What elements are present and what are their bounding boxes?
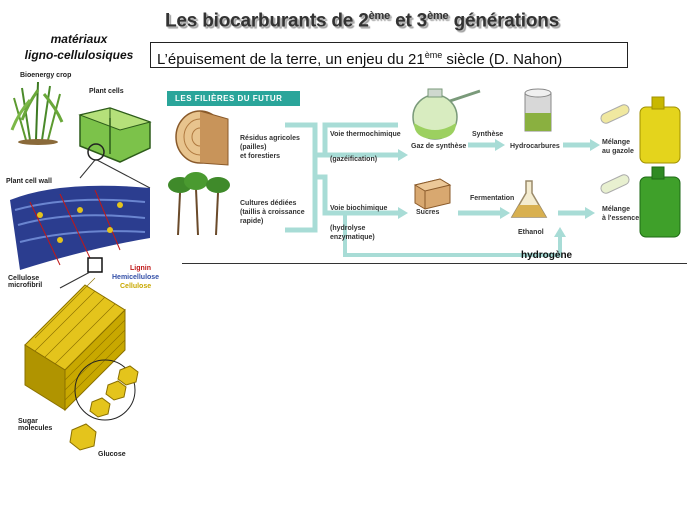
hemicellulose-label: Hemicellulose <box>112 274 160 281</box>
divider-line <box>182 263 687 264</box>
future-pathways-banner: LES FILIÈRES DU FUTUR <box>167 91 300 106</box>
hydrocarbon-cylinder-icon <box>524 88 552 132</box>
lignocellulose-label: matériaux ligno-cellulosiques <box>24 32 134 62</box>
flow-diagram <box>168 88 681 257</box>
biochemical-label: Voie biochimique <box>330 205 388 212</box>
sugars-label: Sucres <box>416 209 440 216</box>
lignin-label: Lignin <box>130 265 151 272</box>
plant-cells-label: Plant cells <box>89 88 124 95</box>
biomass-illustration <box>10 81 152 451</box>
wood-log-icon <box>175 110 229 166</box>
residues-label: Résidus agricoles(pailles)et forestiers <box>240 135 300 160</box>
trees-icon <box>168 172 230 236</box>
thermochemical-label: Voie thermochimique <box>330 131 401 138</box>
synthesis-label: Synthèse <box>472 131 504 138</box>
syngas-flask-icon <box>412 88 481 140</box>
ethanol-label: Ethanol <box>518 229 544 236</box>
hydrogen-label: hydrogène <box>521 250 573 261</box>
cellulose-label: Cellulose <box>120 283 152 290</box>
glucose-label: Glucose <box>98 451 126 458</box>
sugar-molecules-icon <box>69 365 139 451</box>
cellulose-microfibril-icon <box>24 277 126 412</box>
bioenergy-crop-icon <box>10 81 64 145</box>
subtitle-box: L’épuisement de la terre, un enjeu du 21… <box>150 42 628 68</box>
syngas-label: Gaz de synthèse <box>411 143 467 150</box>
bioenergy-crop-label: Bioenergy crop <box>20 72 72 79</box>
hydrocarbons-label: Hydrocarbures <box>510 143 560 150</box>
fermentation-label: Fermentation <box>470 195 515 202</box>
plant-cells-icon <box>78 107 152 163</box>
diesel-blend-icon <box>600 96 681 164</box>
gasoline-blend-icon <box>600 166 681 238</box>
plant-cell-wall-label: Plant cell wall <box>6 178 52 185</box>
plant-cell-wall-icon <box>10 185 150 273</box>
ethanol-flask-icon <box>510 180 548 218</box>
page-title: Les biocarburants de 2ème et 3ème généra… <box>165 10 560 32</box>
sugar-block-icon <box>413 178 452 210</box>
gasification-label: (gazéification) <box>330 156 378 163</box>
